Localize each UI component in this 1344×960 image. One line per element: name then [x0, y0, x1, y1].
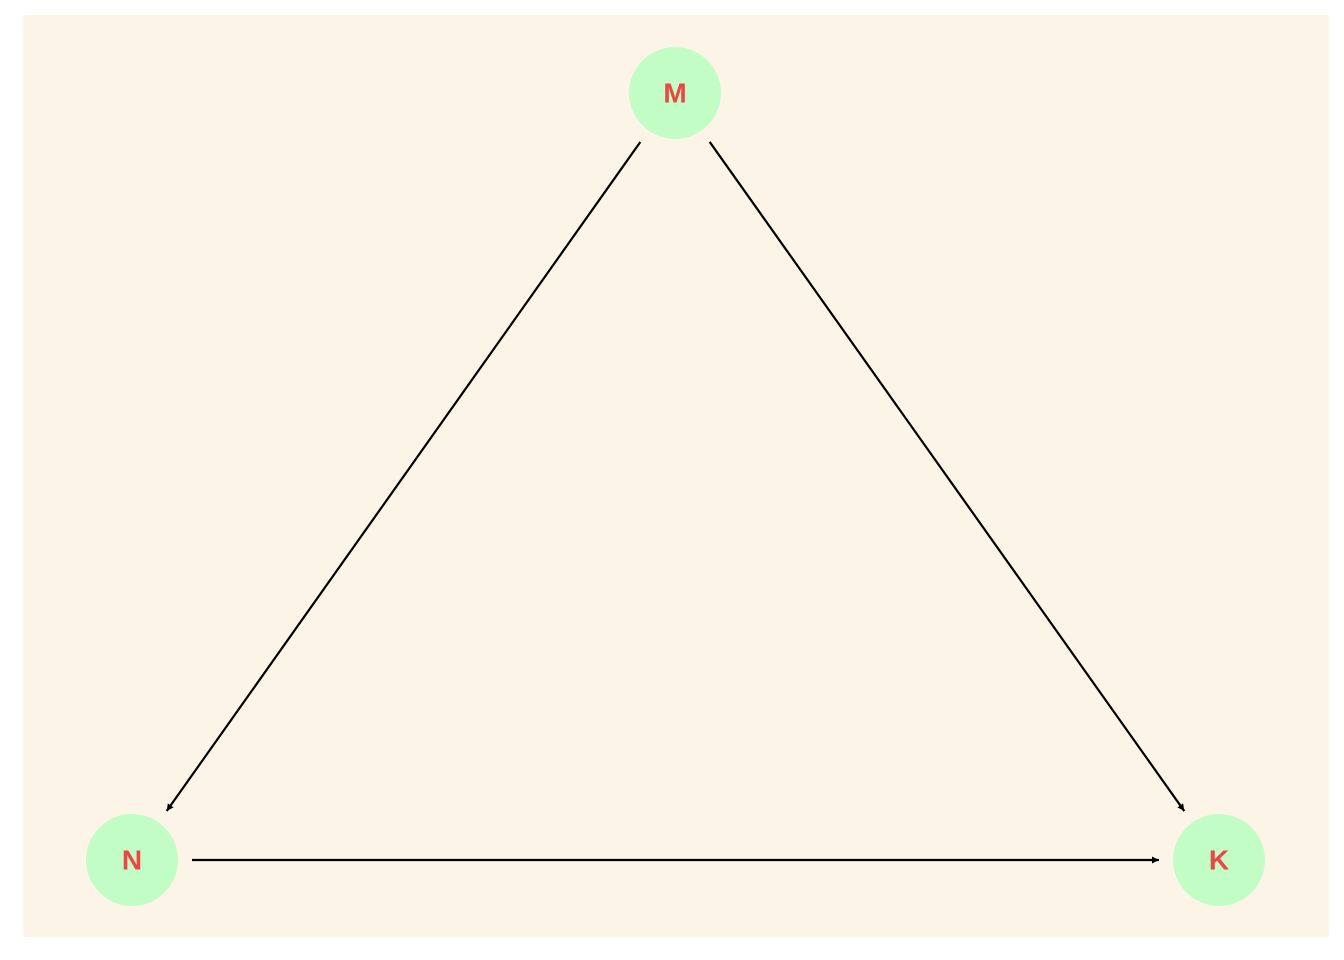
node-n-label: N [122, 845, 142, 876]
node-k: K [1173, 814, 1265, 906]
node-m-label: M [663, 78, 686, 109]
edge-m-to-n [165, 141, 642, 812]
node-k-label: K [1209, 845, 1229, 876]
node-n-circle [86, 814, 178, 906]
nodes: M N K [86, 47, 1265, 906]
node-n: N [86, 814, 178, 906]
edge-m-to-k [708, 141, 1186, 812]
node-m: M [629, 47, 721, 139]
edges [165, 141, 1186, 864]
node-k-circle [1173, 814, 1265, 906]
node-m-circle [629, 47, 721, 139]
plot-panel [23, 15, 1329, 937]
